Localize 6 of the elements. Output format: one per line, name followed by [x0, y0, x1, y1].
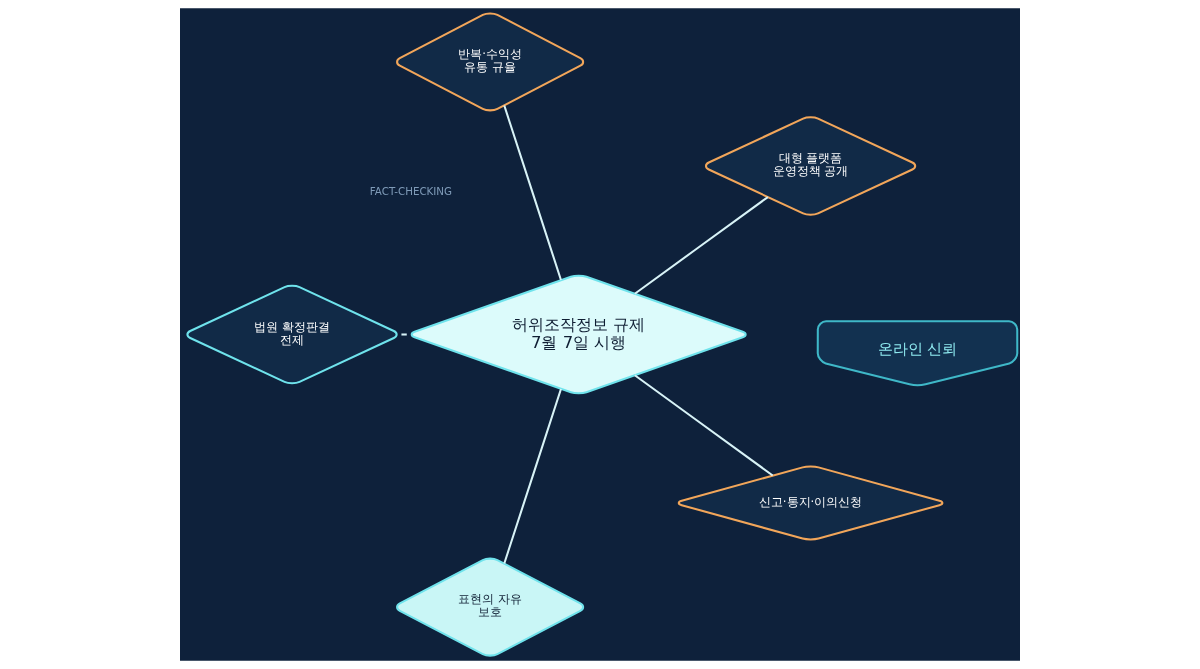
connector: [503, 105, 562, 281]
connector: [634, 374, 774, 477]
label: FACT-CHECKING: [369, 184, 453, 197]
connector: [503, 388, 562, 564]
connector: [401, 333, 407, 336]
connector: [634, 196, 769, 295]
